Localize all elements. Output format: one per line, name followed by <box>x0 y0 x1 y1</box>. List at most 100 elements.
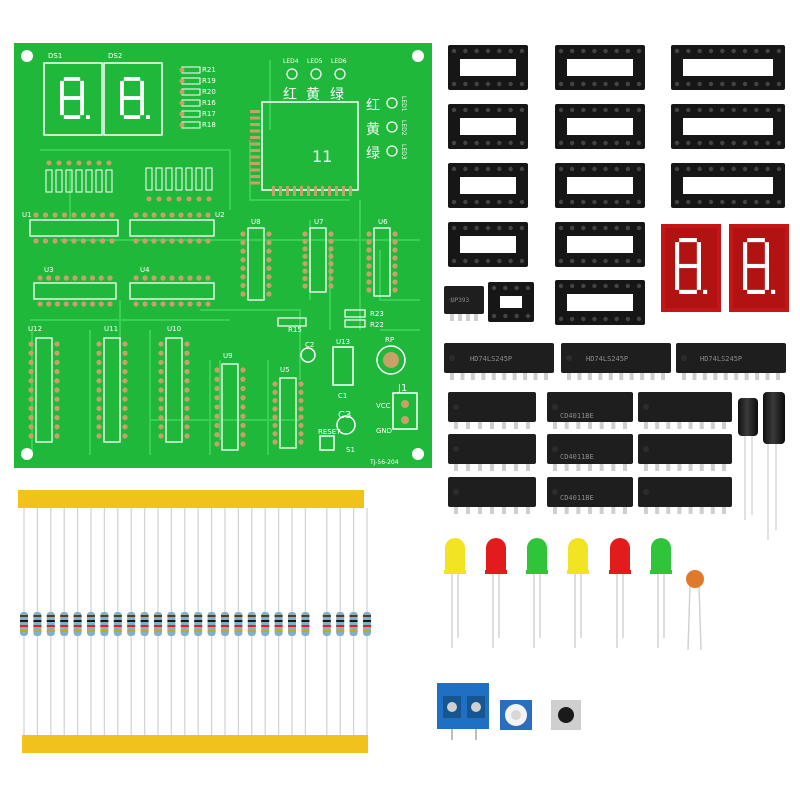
color-band <box>154 620 162 622</box>
chip-cd4011-3 <box>547 477 633 514</box>
qfp-pad <box>250 116 260 120</box>
resistor-7 <box>100 508 109 735</box>
pad <box>240 231 246 237</box>
resistor-outline <box>75 169 83 193</box>
socket-hole <box>519 140 525 146</box>
pad <box>187 212 193 218</box>
segment <box>120 80 124 98</box>
socket-window <box>460 236 516 253</box>
segment <box>679 263 697 269</box>
segment <box>80 80 84 98</box>
color-band <box>207 615 216 617</box>
pad <box>122 405 128 411</box>
color-band <box>167 620 176 622</box>
socket-hole <box>497 48 502 54</box>
color-band <box>154 630 162 632</box>
led-dome <box>445 538 465 572</box>
chip-leg <box>553 420 557 429</box>
pad <box>96 359 102 365</box>
color-band <box>349 630 358 632</box>
socket-hole <box>625 48 631 54</box>
pad <box>366 255 372 261</box>
chip-marking-1: HD74LS245P <box>470 355 512 363</box>
resistor-outline <box>145 167 153 191</box>
socket-hole <box>519 81 525 87</box>
color-band <box>234 625 243 627</box>
label-vcc: VCC <box>376 402 391 410</box>
socket-hole <box>708 199 714 205</box>
socket-hole <box>754 140 759 146</box>
socket-hole <box>742 81 748 87</box>
color-band <box>247 625 256 627</box>
dip-outline <box>247 227 265 301</box>
chip-body <box>547 434 633 464</box>
segment <box>747 238 765 243</box>
socket-hole <box>697 48 702 54</box>
pad <box>122 359 128 365</box>
chip-leg <box>655 462 660 471</box>
pad <box>298 406 304 412</box>
chip-notch <box>552 446 558 452</box>
resistor-25 <box>349 508 358 735</box>
chip-leg <box>470 371 475 380</box>
socket-hole <box>636 258 642 264</box>
resistor-1 <box>20 508 28 735</box>
chip-leg <box>611 420 616 429</box>
socket-window <box>460 59 516 76</box>
color-band <box>274 620 283 622</box>
pad <box>169 275 175 281</box>
board-seven-segment-digits <box>52 71 158 127</box>
resistor-bandolier <box>18 490 371 753</box>
pad <box>178 238 184 244</box>
pad <box>214 441 220 447</box>
chip-leg <box>723 371 728 380</box>
socket-16-c <box>555 163 645 208</box>
socket-hole <box>569 225 575 231</box>
socket-window <box>683 118 773 135</box>
color-band <box>113 625 122 627</box>
led-dome <box>486 538 506 572</box>
socket-hole <box>463 199 468 205</box>
socket-hole <box>508 107 513 113</box>
pad <box>37 275 43 281</box>
color-band <box>100 625 109 627</box>
color-band <box>46 615 55 617</box>
socket-window <box>567 294 633 311</box>
ic-chips <box>444 286 786 514</box>
socket-hole <box>519 166 525 172</box>
terminal-block <box>437 683 489 740</box>
socket-hole <box>581 140 586 146</box>
chip-leg <box>699 505 704 514</box>
socket-14-c <box>448 163 528 208</box>
pad <box>54 387 60 393</box>
chip-leg <box>567 371 571 380</box>
chip-notch <box>453 446 459 452</box>
qfp-pad <box>250 149 260 152</box>
pad <box>133 301 139 307</box>
socket-hole <box>569 140 575 146</box>
label-u5: U5 <box>280 366 290 374</box>
dip-outline <box>373 227 391 297</box>
pad <box>96 387 102 393</box>
chip-leg <box>692 371 697 380</box>
socket-hole <box>765 199 770 205</box>
socket-hole <box>508 199 513 205</box>
resistor-8 <box>113 508 122 735</box>
socket-hole <box>674 166 680 172</box>
pad <box>214 404 220 410</box>
segment <box>63 77 81 81</box>
qfp-pad <box>250 123 260 126</box>
pad <box>214 432 220 438</box>
socket-hole <box>508 166 513 172</box>
color-band <box>261 625 270 627</box>
resistor-6 <box>87 508 95 735</box>
chip-notch <box>643 489 649 495</box>
chip-leg <box>490 420 494 429</box>
pad <box>328 231 334 237</box>
socket-hole <box>625 81 631 87</box>
chip-leg <box>666 462 671 471</box>
pad <box>179 67 185 73</box>
chip-leg <box>450 371 454 380</box>
segment <box>675 242 680 266</box>
